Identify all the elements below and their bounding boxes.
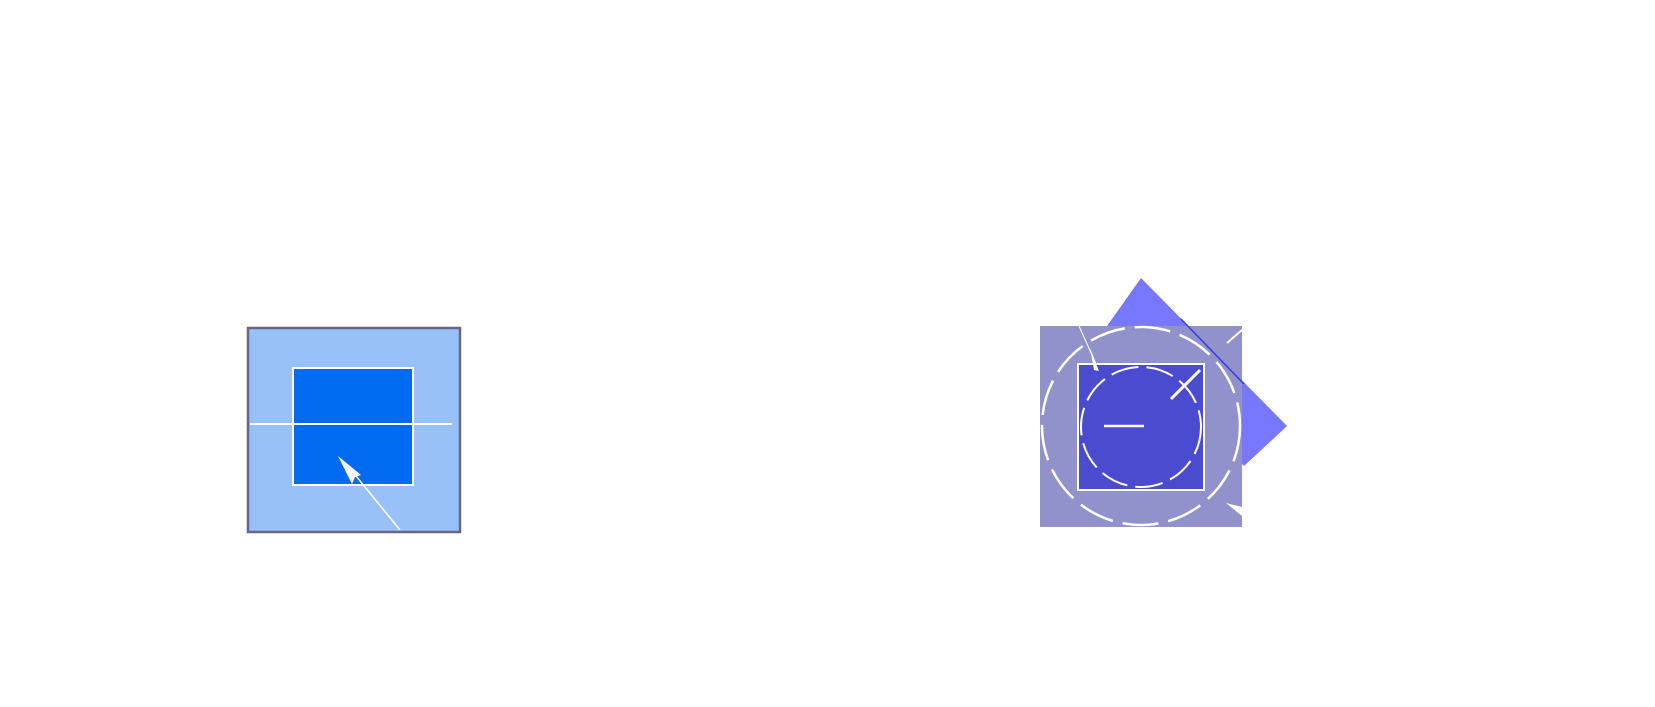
left-arrow-head: [338, 456, 361, 484]
right-diagonal-mark: [1169, 368, 1202, 401]
left-shape-group: [246, 326, 462, 534]
right-inner-dashed-circle: [1080, 366, 1202, 488]
left-inner-square: [292, 367, 414, 486]
right-shape-group: [1040, 278, 1287, 527]
right-outer-dashed-circle: [1040, 325, 1242, 527]
left-arrow-shaft: [355, 475, 401, 531]
right-bottom-right-tick: [1226, 503, 1242, 516]
right-top-left-pointer: [1090, 348, 1099, 371]
right-top-right-tick: [1226, 329, 1243, 344]
right-diagonal-line: [1180, 318, 1245, 385]
